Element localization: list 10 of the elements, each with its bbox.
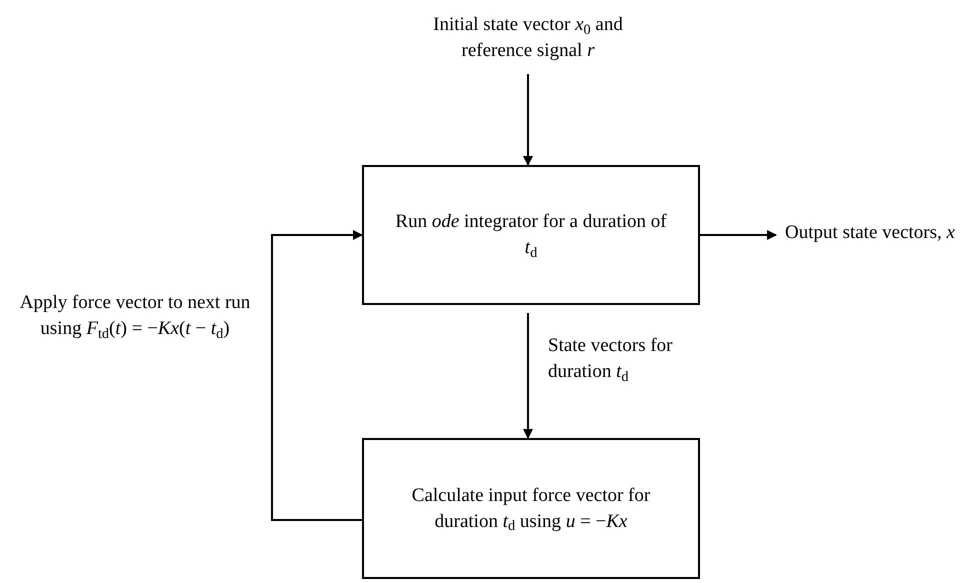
node-text: Run ode integrator for a duration of t$_{d}$: [394, 210, 668, 261]
arrow: [271, 230, 363, 521]
node-text: Initial state vector x$_{0}$ and reference signal r: [432, 13, 624, 63]
process-box: [362, 165, 700, 305]
process-box: [362, 438, 700, 579]
node-text: Calculate input force vector for duration t$_{d}$ using u = −Kx: [410, 484, 652, 534]
arrow: [700, 230, 777, 240]
node-text: Output state vectors, x: [785, 221, 955, 245]
arrow: [523, 313, 533, 439]
arrow: [523, 74, 533, 166]
